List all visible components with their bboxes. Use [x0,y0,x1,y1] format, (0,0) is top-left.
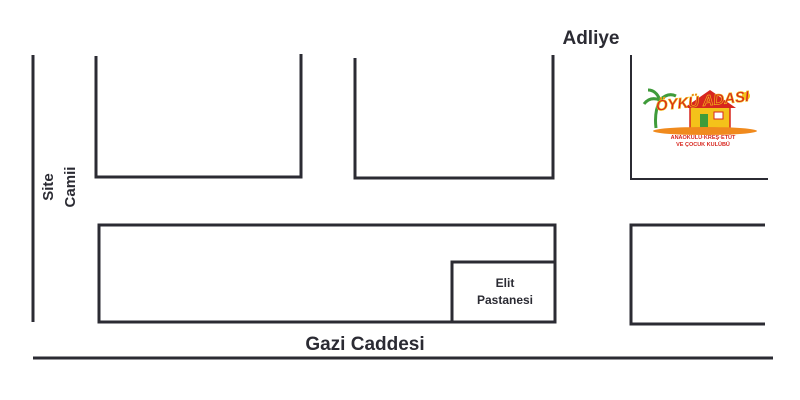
block-bottom-right [629,223,765,326]
palm-tree-icon [654,99,662,129]
bakery-label-line1: Elit [496,276,515,290]
bakery-building [450,260,557,324]
block-top-right [630,55,768,180]
mosque-label-line2: Camii [62,167,79,208]
logo-tagline-line2: VE ÇOCUK KULÜBÜ [676,141,730,148]
block-top-middle [353,55,555,180]
oyku-adasi-logo: ÖYKÜ ADASI ANAOKULU·KREŞ·ETÜT VE ÇOCUK K… [642,88,757,148]
house-icon [684,90,736,130]
block-bottom-left [97,223,557,324]
block-top-left [94,54,303,179]
street-label: Gazi Caddesi [305,334,424,355]
mosque-label-line1: Site [40,173,57,201]
courthouse-label: Adliye [562,28,619,49]
bakery-label-line2: Pastanesi [477,293,533,307]
logo-tagline-line1: ANAOKULU·KREŞ·ETÜT [671,134,736,141]
